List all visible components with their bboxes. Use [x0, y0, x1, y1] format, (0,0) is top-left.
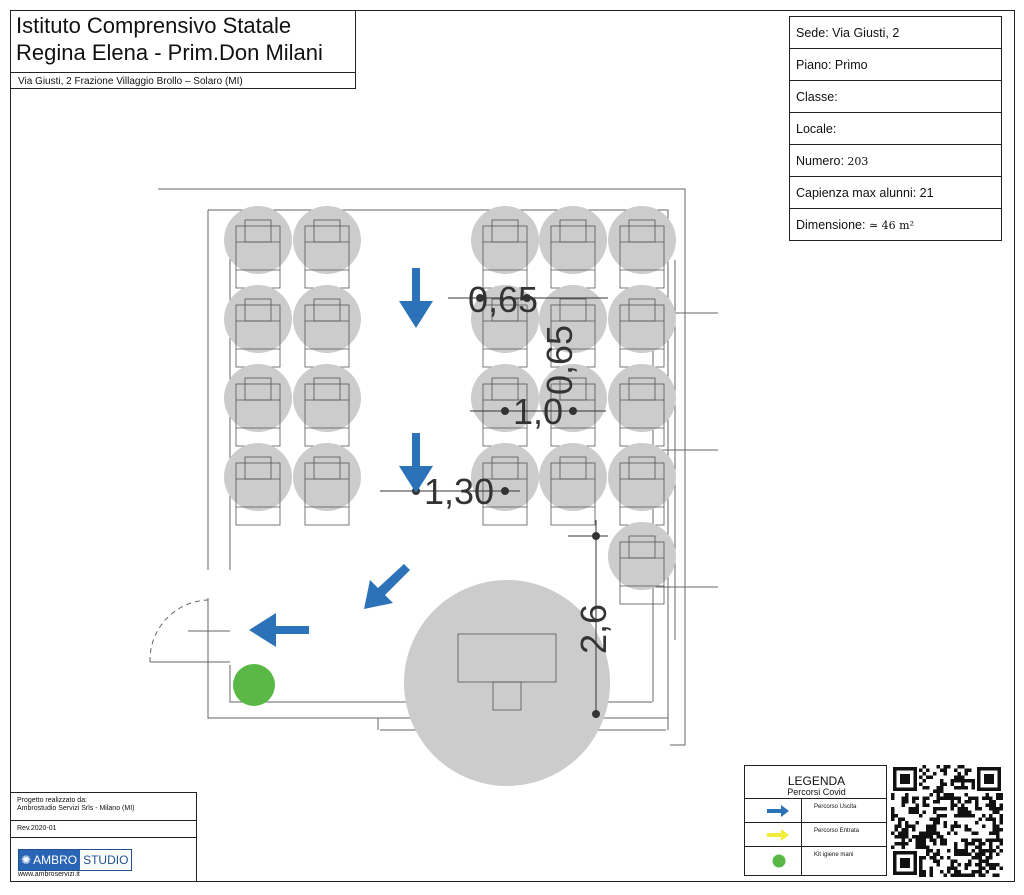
yellow-arrow-icon — [767, 829, 789, 841]
dimension-label-130: 1,30 — [424, 471, 494, 512]
drawing-frame — [10, 10, 1015, 882]
title-divider — [11, 72, 355, 73]
legend: LEGENDA Percorsi Covid Percorso Uscita P… — [744, 765, 887, 876]
exit-arrow-icon — [249, 613, 309, 647]
exit-arrow-icon — [364, 564, 410, 609]
green-dot-icon — [772, 854, 786, 868]
legend-title: LEGENDA — [787, 774, 846, 788]
legend-row-sanitizer: Kit igiene mani — [745, 846, 886, 876]
info-dimensione: Dimensione: ≃ 46 m² — [789, 208, 1002, 241]
info-sede: Sede: Via Giusti, 2 — [789, 16, 1002, 49]
student-desk — [293, 285, 361, 367]
dimension-label-065-horizontal: 0,65 — [468, 279, 538, 320]
credits-block: Progetto realizzato da: Ambrostudio Serv… — [11, 792, 197, 882]
blue-arrow-icon — [767, 805, 789, 817]
student-desk — [293, 443, 361, 525]
student-desk — [608, 206, 676, 288]
dimension-label-10: 1,0 — [513, 391, 563, 432]
school-address: Via Giusti, 2 Frazione Villaggio Brollo … — [18, 76, 243, 87]
student-desk — [608, 443, 676, 525]
student-desk — [539, 206, 607, 288]
student-desk — [224, 443, 292, 525]
student-desk — [224, 285, 292, 367]
title-block: Istituto Comprensivo Statale Regina Elen… — [11, 11, 356, 89]
school-name-line1: Istituto Comprensivo Statale — [16, 13, 292, 38]
legend-label-exit: Percorso Uscita — [814, 804, 857, 810]
dimension-lines — [380, 294, 608, 718]
dimension-label-065-vertical: 0,65 — [539, 325, 580, 395]
logo-text-ambro: AMBRO — [33, 853, 78, 867]
sun-icon: ✺ — [21, 853, 32, 867]
student-desk — [471, 206, 539, 288]
student-desk — [539, 443, 607, 525]
teacher-desk-zone — [404, 580, 610, 786]
room-info-table: Sede: Via Giusti, 2 Piano: Primo Classe:… — [789, 16, 1002, 241]
info-dimensione-label: Dimensione: — [796, 217, 869, 232]
exit-arrow-icon — [399, 268, 433, 328]
credits-line2: Ambrostudio Servizi Srls - Milano (MI) — [17, 805, 135, 812]
student-desk — [224, 206, 292, 288]
info-capienza: Capienza max alunni: 21 — [789, 176, 1002, 209]
legend-row-exit: Percorso Uscita — [745, 798, 886, 823]
legend-label-sanitizer: Kit igiene mani — [814, 852, 854, 858]
credits-line1: Progetto realizzato da: — [17, 797, 88, 804]
student-seats — [224, 206, 676, 604]
info-dimensione-value: ≃ 46 m² — [868, 218, 915, 232]
ambrostudio-logo: ✺AMBRO STUDIO — [18, 849, 133, 871]
info-piano: Piano: Primo — [789, 48, 1002, 81]
legend-subtitle: Percorsi Covid — [787, 787, 846, 797]
info-numero-value: 203 — [847, 154, 869, 168]
revision-label: Rev.2020-01 — [17, 825, 57, 832]
student-desk — [224, 364, 292, 446]
legend-row-entry: Percorso Entrata — [745, 822, 886, 847]
info-numero: Numero: 203 — [789, 144, 1002, 177]
student-desk — [608, 364, 676, 446]
student-desk — [608, 522, 676, 604]
student-desk — [608, 285, 676, 367]
dimension-label-26: 2,6 — [573, 604, 614, 654]
logo-text-studio: STUDIO — [80, 850, 132, 870]
exit-path-arrows — [249, 268, 433, 647]
hand-sanitizer-kit-icon — [233, 664, 275, 706]
school-name-line2: Regina Elena - Prim.Don Milani — [16, 40, 323, 65]
info-numero-label: Numero: — [796, 153, 848, 168]
website-link[interactable]: www.ambroservizi.it — [18, 871, 80, 878]
exit-arrow-icon — [399, 433, 433, 493]
legend-label-entry: Percorso Entrata — [814, 828, 860, 834]
qr-code-icon — [891, 765, 1003, 877]
student-desk — [293, 206, 361, 288]
student-desk — [293, 364, 361, 446]
